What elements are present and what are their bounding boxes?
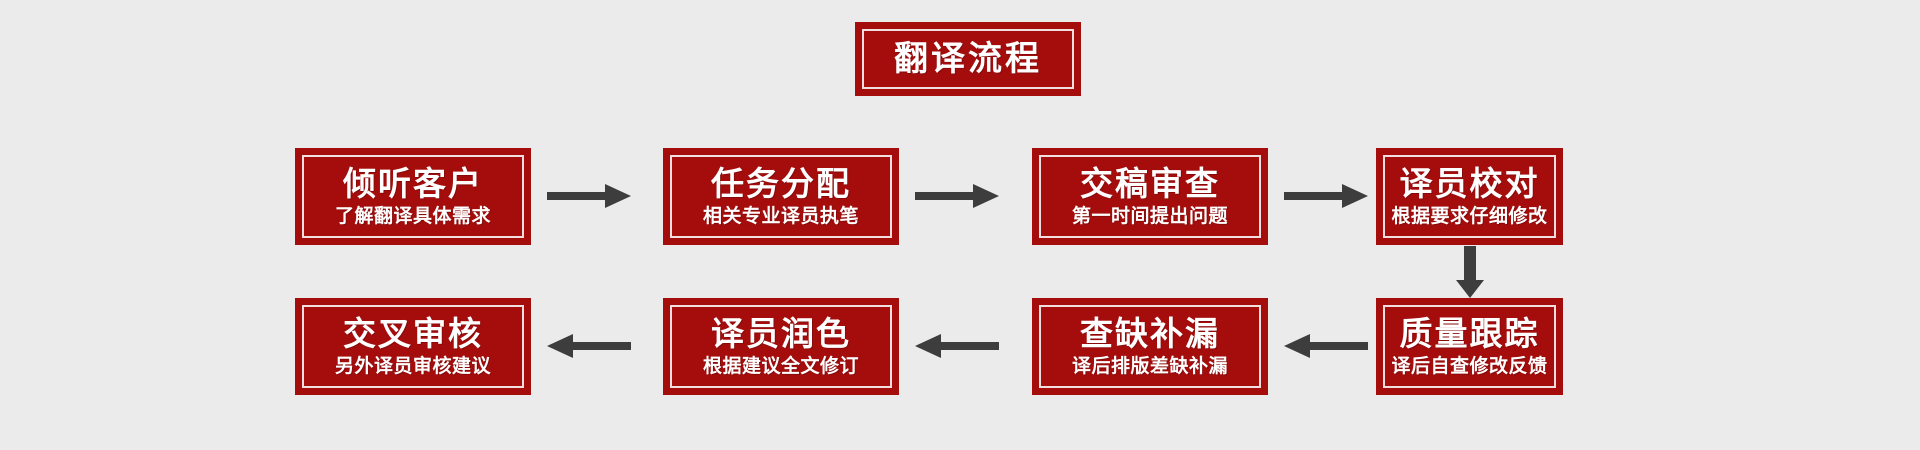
process-step-gap-check: 查缺补漏 译后排版差缺补漏 (1032, 298, 1268, 395)
process-step-submission-review: 交稿审查 第一时间提出问题 (1032, 148, 1268, 245)
process-step-translator-proofreading: 译员校对 根据要求仔细修改 (1376, 148, 1563, 245)
arrow-left-icon-2 (913, 326, 1001, 366)
process-step-quality-tracking: 质量跟踪 译后自查修改反馈 (1376, 298, 1563, 395)
arrow-right-icon-2 (913, 176, 1001, 216)
arrow-down-icon-1 (1448, 244, 1492, 300)
flowchart-title-box: 翻译流程 (855, 22, 1081, 96)
step-title: 交叉审核 (343, 313, 483, 353)
step-title: 查缺补漏 (1080, 313, 1220, 353)
step-title: 译员润色 (711, 313, 851, 353)
step-subtitle: 第一时间提出问题 (1071, 204, 1228, 227)
step-subtitle: 相关专业译员执笔 (702, 204, 859, 227)
step-subtitle: 根据建议全文修订 (702, 354, 859, 377)
step-title: 质量跟踪 (1399, 313, 1540, 353)
step-subtitle: 了解翻译具体需求 (334, 204, 491, 227)
step-title: 任务分配 (711, 163, 851, 203)
arrow-right-icon-3 (1282, 176, 1370, 216)
step-title: 交稿审查 (1080, 163, 1220, 203)
process-step-cross-review: 交叉审核 另外译员审核建议 (295, 298, 531, 395)
step-subtitle: 另外译员审核建议 (334, 354, 491, 377)
step-subtitle: 译后排版差缺补漏 (1071, 354, 1228, 377)
arrow-left-icon-1 (1282, 326, 1370, 366)
step-subtitle: 根据要求仔细修改 (1391, 204, 1548, 227)
process-step-task-assignment: 任务分配 相关专业译员执笔 (663, 148, 899, 245)
arrow-right-icon-1 (545, 176, 633, 216)
step-title: 倾听客户 (343, 163, 483, 203)
process-step-listen-to-customer: 倾听客户 了解翻译具体需求 (295, 148, 531, 245)
flowchart-title-label: 翻译流程 (894, 38, 1042, 79)
arrow-left-icon-3 (545, 326, 633, 366)
step-title: 译员校对 (1399, 163, 1540, 203)
step-subtitle: 译后自查修改反馈 (1391, 354, 1548, 377)
process-step-translator-polishing: 译员润色 根据建议全文修订 (663, 298, 899, 395)
